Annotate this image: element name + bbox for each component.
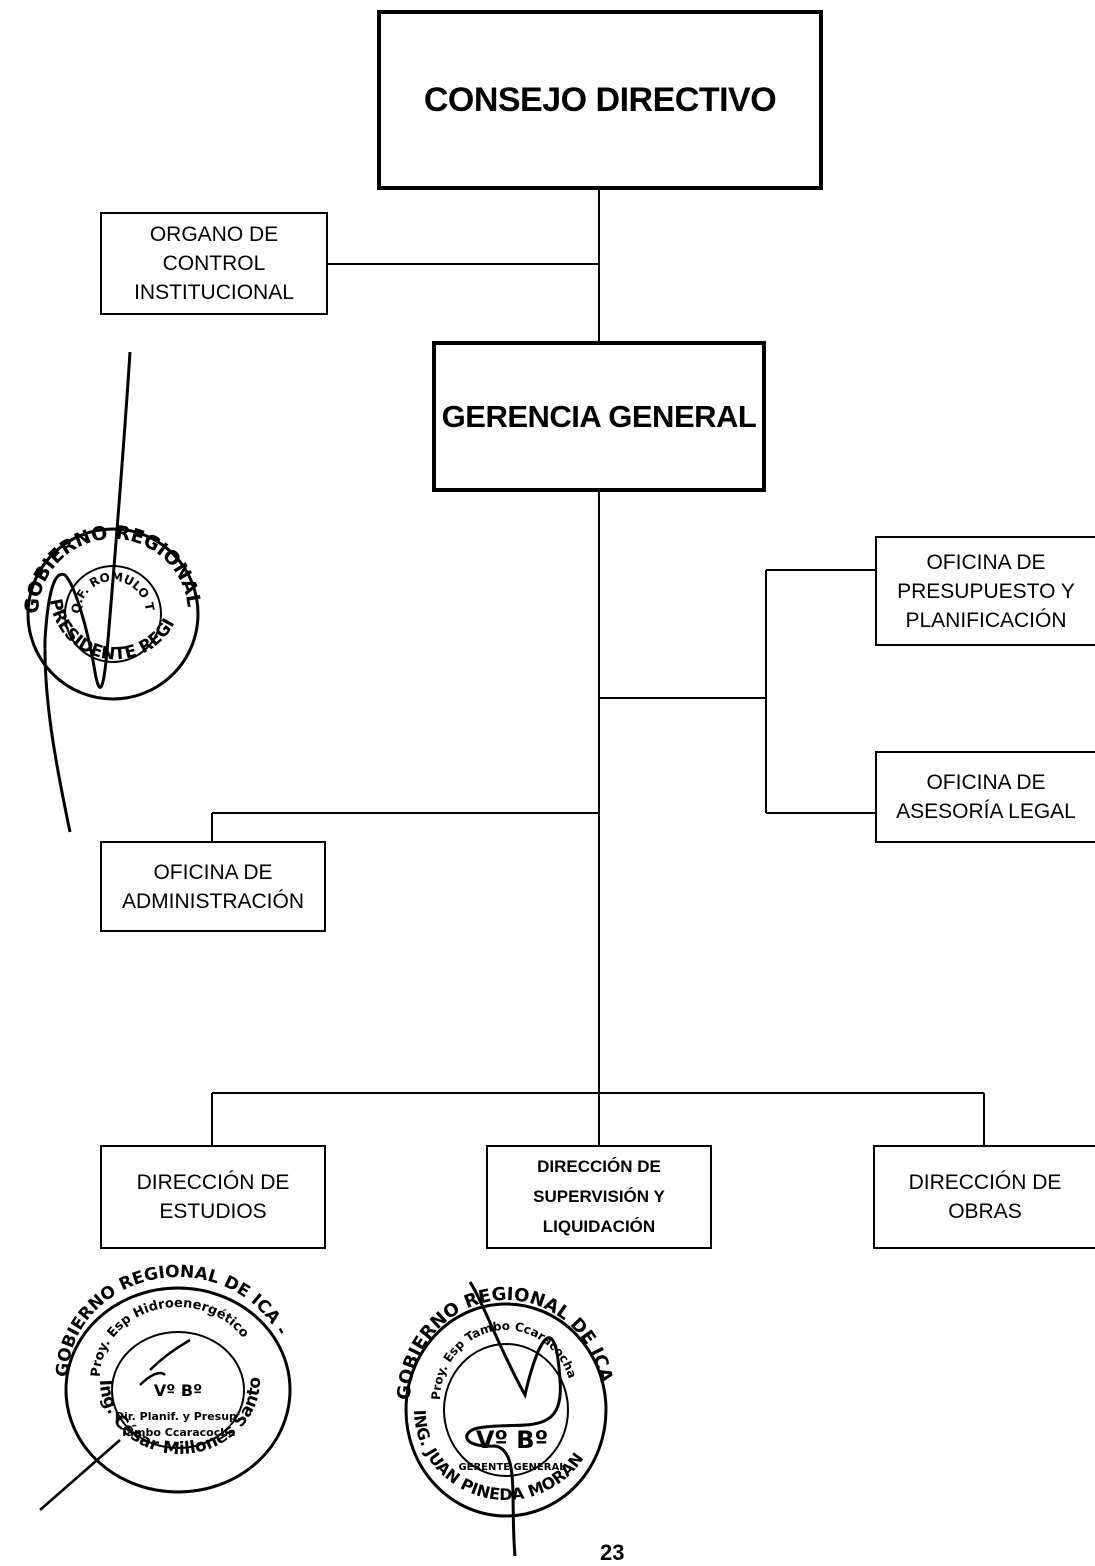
node-label: OFICINA DE PRESUPUESTO Y PLANIFICACIÓN <box>897 550 1075 632</box>
seal-president-outer-arc: GOBIERNO REGIONAL DE ICA <box>0 0 205 615</box>
seal-planning-dept: Dir. Planif. y Presup. <box>115 1410 241 1423</box>
seal-planning: GOBIERNO REGIONAL DE ICA - Proy. Esp Hid… <box>0 0 292 1494</box>
node-direccion-estudios: DIRECCIÓN DE ESTUDIOS <box>100 1145 326 1249</box>
node-direccion-supervision: DIRECCIÓN DE SUPERVISIÓN Y LIQUIDACIÓN <box>486 1145 712 1249</box>
signature-president <box>43 351 132 833</box>
signature-manager <box>465 1281 562 1556</box>
signature-planning <box>39 1338 191 1511</box>
seal-manager-outer-arc: GOBIERNO REGIONAL DE ICA <box>394 1284 617 1401</box>
seal-planning-outer-arc: GOBIERNO REGIONAL DE ICA - <box>53 1262 292 1378</box>
svg-text:GOBIERNO REGIONAL DE ICA -: GOBIERNO REGIONAL DE ICA - <box>53 1262 292 1378</box>
seal-planning-approval: Vº Bº <box>154 1381 202 1400</box>
node-oficina-asesoria: OFICINA DE ASESORÍA LEGAL <box>875 751 1095 843</box>
seal-president-role-arc: PRESIDENTE REGIONAL <box>0 0 179 665</box>
svg-text:GOBIERNO REGIONAL DE ICA: GOBIERNO REGIONAL DE ICA <box>0 0 205 615</box>
svg-text:ING. JUAN PINEDA MORAN: ING. JUAN PINEDA MORAN <box>410 1409 587 1504</box>
node-gerencia-general: GERENCIA GENERAL <box>432 341 766 492</box>
node-label: ORGANO DE CONTROL INSTITUCIONAL <box>134 223 294 304</box>
node-label: OFICINA DE ADMINISTRACIÓN <box>121 860 304 913</box>
seal-planning-site: Tambo Ccaracocha <box>121 1426 236 1439</box>
seal-president-name-arc: Q.F. ROMULO TRIVEÑO PINTO <box>0 0 157 614</box>
node-direccion-obras: DIRECCIÓN DE OBRAS <box>873 1145 1095 1249</box>
node-label: DIRECCIÓN DE SUPERVISIÓN Y LIQUIDACIÓN <box>533 1157 665 1236</box>
svg-text:Q.F. ROMULO TRIVEÑO PINTO: Q.F. ROMULO TRIVEÑO PINTO <box>0 0 157 614</box>
node-label: OFICINA DE ASESORÍA LEGAL <box>896 771 1076 823</box>
svg-text:Ing. César Millones Santoyo: Ing. César Millones Santoyo <box>0 0 265 1459</box>
seal-planning-name-arc: Ing. César Millones Santoyo <box>0 0 265 1459</box>
node-oficina-administracion: OFICINA DE ADMINISTRACIÓN <box>100 841 326 932</box>
page-number: 23 <box>600 1540 625 1565</box>
seal-manager-name-arc: ING. JUAN PINEDA MORAN <box>410 1409 587 1504</box>
seal-president: GOBIERNO REGIONAL DE ICA GOBIERNO REGION… <box>0 0 205 701</box>
seal-manager-approval: Vº Bº <box>476 1426 548 1454</box>
node-label: GERENCIA GENERAL <box>441 398 757 434</box>
node-organo-control: ORGANO DE CONTROL INSTITUCIONAL <box>100 212 328 315</box>
svg-text:PRESIDENTE REGIONAL: PRESIDENTE REGIONAL <box>0 0 179 665</box>
node-consejo-directivo: CONSEJO DIRECTIVO <box>377 10 823 190</box>
node-label: DIRECCIÓN DE ESTUDIOS <box>136 1171 290 1223</box>
node-label: CONSEJO DIRECTIVO <box>423 80 777 119</box>
svg-text:GOBIERNO REGIONAL DE ICA: GOBIERNO REGIONAL DE ICA <box>394 1284 617 1401</box>
seal-manager: GOBIERNO REGIONAL DE ICA Proy. Esp Tambo… <box>394 1284 617 1518</box>
node-label: DIRECCIÓN DE OBRAS <box>908 1171 1062 1223</box>
node-oficina-presupuesto: OFICINA DE PRESUPUESTO Y PLANIFICACIÓN <box>875 536 1095 646</box>
